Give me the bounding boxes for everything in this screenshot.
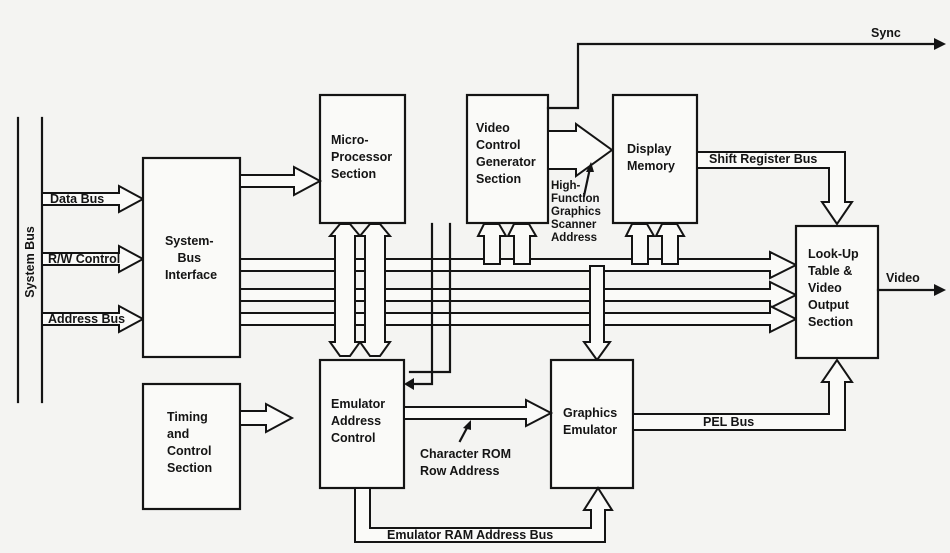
graphics-emulator-block [549,358,635,490]
video-output-arrowhead [934,284,946,296]
microprocessor-label: Micro- Processor Section [331,133,396,181]
character-rom-label: Character ROM Row Address [420,447,514,478]
character-rom-arrow [403,398,554,428]
character-rom-pointer-head [463,420,471,430]
video-label: Video [886,271,920,285]
graphics-emulator-bus-connector [582,265,612,362]
shift-register-bus-arrow [696,151,854,226]
lookup-table-block [794,224,880,360]
pel-bus-label: PEL Bus [703,415,754,429]
shift-register-bus-label: Shift Register Bus [709,152,817,166]
display-memory-bus-connector [624,223,686,265]
rw-control-label: R/W Control [48,252,120,266]
system-bus-interface-label: System- Bus Interface [165,234,217,282]
video-to-emulator-line [408,222,434,386]
graphics-emulator-label: Graphics Emulator [563,406,621,437]
video-to-emulator-line-2 [408,222,452,374]
microprocessor-bus-connector [327,223,393,357]
sync-label: Sync [871,26,901,40]
timing-control-block [141,382,242,511]
lookup-table-label: Look-Up Table & Video Output Section [808,247,862,329]
timing-control-label: Timing and Control Section [167,410,215,475]
video-to-display-memory-arrow [547,122,614,178]
video-to-emulator-arrowhead [404,378,414,390]
sync-line [546,42,938,110]
emulator-address-control-label: Emulator Address Control [331,397,389,445]
scanner-address-pointer [582,166,592,198]
timing-to-emulator-arrow [239,402,295,434]
interface-to-microprocessor-arrow [239,165,323,197]
emulator-ram-address-bus-label: Emulator RAM Address Bus [387,528,553,542]
video-control-generator-block [465,93,550,225]
data-bus-label: Data Bus [50,192,104,206]
emulator-ram-address-bus-arrow [354,486,614,543]
internal-bus-lower-arrow [239,304,799,334]
emulator-address-control-block [318,358,406,490]
video-control-bus-connector [476,223,538,265]
address-bus-label: Address Bus [48,312,125,326]
address-bus-arrow [41,304,146,334]
sync-arrowhead [934,38,946,50]
display-memory-label: Display Memory [627,142,675,173]
data-bus-arrow [41,184,146,214]
system-bus-label: System Bus [23,226,37,298]
scanner-address-pointer-head [586,162,594,172]
system-bus-interface-block [141,156,242,359]
video-control-generator-label: Video Control Generator Section [476,121,539,186]
microprocessor-block [318,93,407,225]
pel-bus-arrow [632,358,854,431]
rw-control-arrow [41,244,146,274]
high-function-scanner-label: High- Function Graphics Scanner Address [551,180,604,244]
internal-bus-middle-arrow [239,280,799,310]
